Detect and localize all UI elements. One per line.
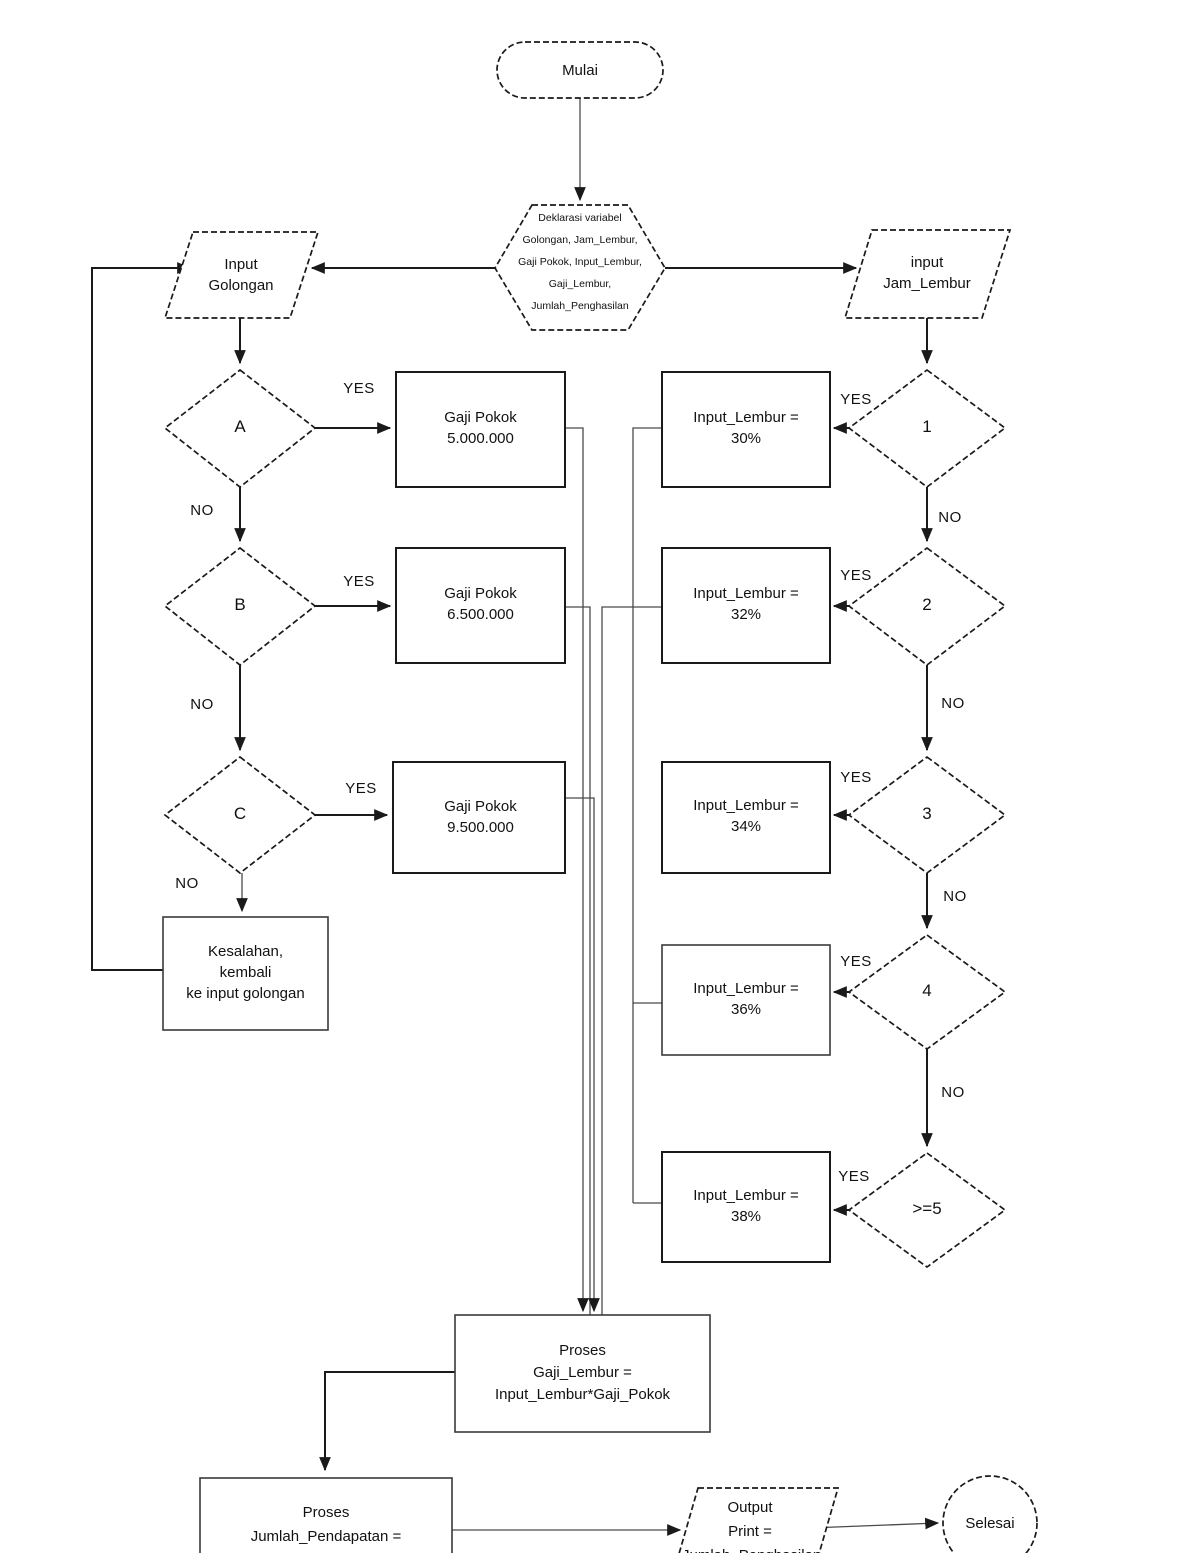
lembur-30-box <box>661 371 831 488</box>
gaji-pokok-b-box <box>395 547 566 664</box>
decision-2-label: 2 <box>922 595 932 614</box>
decision-5-shape <box>847 1151 1007 1269</box>
decision-5-label: >=5 <box>912 1199 942 1218</box>
decision-3-label: 3 <box>922 804 932 823</box>
edge-gajic-proses <box>565 797 600 1313</box>
decision-c-label: C <box>233 804 247 823</box>
decision-c-shape <box>163 755 317 875</box>
edge-output-end <box>809 1517 940 1530</box>
yes-label-2: YES <box>840 567 872 584</box>
edge-gajib-proses <box>565 606 591 1315</box>
no-label-3: NO <box>943 888 967 905</box>
input-golongan-label: Input Golongan <box>208 256 274 294</box>
gaji-pokok-a-box <box>395 371 566 488</box>
output-label: Output Print = Jumlah_Penghasilan <box>682 1499 821 1553</box>
lembur-38-box <box>661 1151 831 1263</box>
yes-label-4: YES <box>840 953 872 970</box>
error-label: Kesalahan, kembali ke input golongan <box>186 943 305 1002</box>
input-jam-lembur-shape <box>843 229 1012 319</box>
start-terminator-shape <box>496 41 664 99</box>
decision-1-shape <box>847 368 1007 489</box>
yes-label-5: YES <box>838 1168 870 1185</box>
start-label: Mulai <box>562 62 598 79</box>
edge-lembur30-collector <box>632 427 662 1203</box>
decision-3-shape <box>847 755 1007 875</box>
input-jam-lembur-label: input Jam_Lembur <box>883 254 971 292</box>
proses-jumlah-pendapatan-label: Proses Jumlah_Pendapatan = Gaji_Pokok + … <box>236 1504 416 1553</box>
yes-label-b: YES <box>343 573 375 590</box>
no-label-a: NO <box>190 502 214 519</box>
yes-label-a: YES <box>343 380 375 397</box>
decision-2-shape <box>847 546 1007 667</box>
decision-a-shape <box>163 368 317 489</box>
edge-lembur32-proses <box>601 606 662 1315</box>
gaji-pokok-c-label: Gaji Pokok 9.500.000 <box>444 798 517 836</box>
lembur-32-label: Input_Lembur = 32% <box>693 585 799 623</box>
declaration-label: Deklarasi variabel Golongan, Jam_Lembur,… <box>518 212 642 312</box>
edge-error-loopback-inputgolongan <box>91 262 192 971</box>
proses-jumlah-pendapatan-box <box>199 1477 453 1553</box>
end-label: Selesai <box>965 1515 1015 1532</box>
decision-1-label: 1 <box>922 417 932 436</box>
decision-b-shape <box>163 546 317 667</box>
proses-gaji-lembur-label: Proses Gaji_Lembur = Input_Lembur*Gaji_P… <box>494 1342 671 1403</box>
no-label-c: NO <box>175 875 199 892</box>
lembur-36-label: Input_Lembur = 36% <box>693 980 799 1018</box>
gaji-pokok-c-box <box>392 761 566 874</box>
lembur-36-box <box>661 944 831 1056</box>
decision-a-label: A <box>234 417 246 436</box>
end-terminator-shape <box>942 1475 1038 1553</box>
lembur-34-label: Input_Lembur = 34% <box>693 797 799 835</box>
lembur-34-box <box>661 761 831 874</box>
no-label-4: NO <box>941 1084 965 1101</box>
no-label-b: NO <box>190 696 214 713</box>
no-label-2: NO <box>941 695 965 712</box>
input-golongan-shape <box>163 231 320 319</box>
yes-label-1: YES <box>840 391 872 408</box>
decision-b-label: B <box>234 595 246 614</box>
edge-gajia-proses <box>565 427 589 1313</box>
gaji-pokok-a-label: Gaji Pokok 5.000.000 <box>444 409 517 447</box>
lembur-30-label: Input_Lembur = 30% <box>693 409 799 447</box>
decision-4-label: 4 <box>922 981 932 1000</box>
gaji-pokok-b-label: Gaji Pokok 6.500.000 <box>444 585 517 623</box>
lembur-32-box <box>661 547 831 664</box>
yes-label-3: YES <box>840 769 872 786</box>
declaration-hexagon-shape <box>494 204 666 331</box>
lembur-38-label: Input_Lembur = 38% <box>693 1187 799 1225</box>
edge-prosesgl-prosesjp <box>319 1371 455 1472</box>
no-label-1: NO <box>938 509 962 526</box>
proses-gaji-lembur-box <box>454 1314 711 1433</box>
yes-label-c: YES <box>345 780 377 797</box>
decision-4-shape <box>847 933 1007 1051</box>
error-box <box>162 916 329 1031</box>
